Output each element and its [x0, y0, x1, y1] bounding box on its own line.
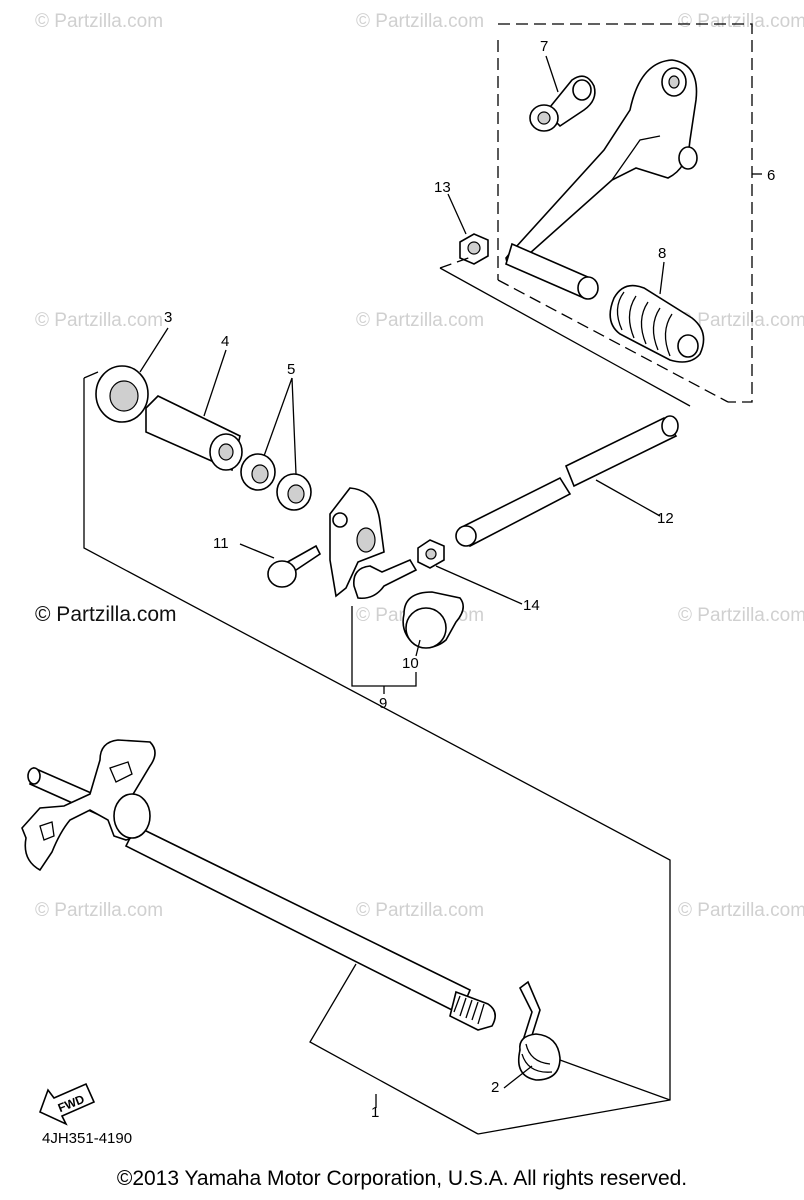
leader-line-5b [291, 377, 297, 475]
part-5-bearing [240, 453, 312, 511]
part-12-shift-rod [455, 415, 679, 548]
watermark-prominent: © Partzilla.com [35, 603, 177, 626]
fwd-arrow: FWD [38, 1082, 96, 1126]
callout-10: 10 [402, 655, 419, 672]
callout-6: 6 [767, 167, 775, 184]
callout-5: 5 [287, 361, 295, 378]
part-10-dust-cover [402, 591, 464, 649]
leader-line-4 [203, 349, 227, 417]
callout-11: 11 [213, 535, 229, 552]
part-6-pedal-shaft [505, 242, 599, 300]
watermark: © Partzilla.com [35, 310, 163, 331]
leader-line-7 [545, 55, 559, 93]
callout-14: 14 [523, 597, 540, 614]
part-13-nut [459, 233, 489, 265]
callout-3: 3 [164, 309, 172, 326]
assembly-6-dashed-box [497, 23, 753, 403]
leader-line-2b [559, 1059, 671, 1101]
part-11-bolt [267, 544, 322, 588]
callout-12: 12 [657, 510, 674, 527]
leader-line-14 [435, 565, 523, 605]
watermark: © Partzilla.com [678, 310, 804, 331]
callout-8: 8 [658, 245, 666, 262]
leader-bracket-left [83, 378, 671, 1135]
part-8-footpeg-rubber [609, 284, 705, 363]
watermark: © Partzilla.com [356, 900, 484, 921]
watermark: © Partzilla.com [35, 11, 163, 32]
callout-2: 2 [491, 1079, 499, 1096]
leader-line-2 [503, 1065, 533, 1089]
leader-line-1 [309, 963, 479, 1135]
watermark: © Partzilla.com [35, 900, 163, 921]
parts-diagram: © Partzilla.com © Partzilla.com © Partzi… [21, 11, 804, 1147]
callout-7: 7 [540, 38, 548, 55]
leader-line-11 [239, 543, 275, 559]
callout-9: 9 [379, 695, 387, 712]
leader-line-13 [447, 193, 467, 235]
part-4-collar [145, 395, 243, 472]
watermark: © Partzilla.com [678, 900, 804, 921]
part-14-nut [417, 539, 445, 569]
watermark: © Partzilla.com [678, 11, 804, 32]
callout-1: 1 [371, 1104, 379, 1121]
callout-4: 4 [221, 333, 229, 350]
copyright-notice: ©2013 Yamaha Motor Corporation, U.S.A. A… [116, 1167, 688, 1190]
watermark: © Partzilla.com [356, 11, 484, 32]
part-9-shift-lever [329, 487, 418, 600]
watermark: © Partzilla.com [678, 605, 804, 626]
leader-line-10 [415, 639, 421, 657]
part-6-shift-arm [505, 59, 698, 266]
part-7-bushing [529, 75, 596, 132]
part-3-oil-seal [95, 365, 149, 423]
watermark: © Partzilla.com [356, 310, 484, 331]
leader-line-3 [139, 327, 169, 373]
leader-line-5a [263, 377, 293, 457]
leader-line-12 [595, 479, 661, 517]
callout-13: 13 [434, 179, 451, 196]
diagram-code: 4JH351-4190 [42, 1130, 132, 1147]
leader-line-8 [659, 261, 665, 295]
part-1-shift-shaft [21, 739, 496, 1031]
part-2-return-spring [517, 980, 561, 1081]
